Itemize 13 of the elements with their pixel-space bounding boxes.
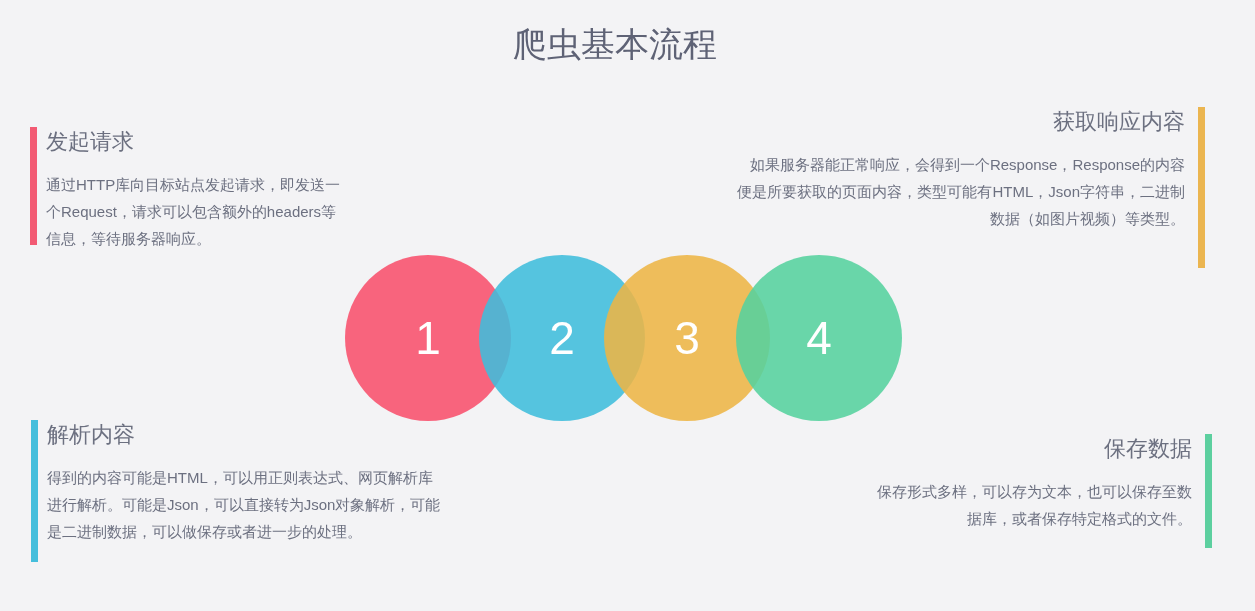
title: 爬虫基本流程 (513, 24, 717, 65)
section-heading: 保存数据 (1104, 435, 1192, 463)
description-text: 得到的内容可能是HTML，可以用正则表达式、网页解析库进行解析。可能是Json，可以直接转为Json对象解析，可能是二进制数据，可以做保存或者进一步的处理。 (47, 468, 441, 542)
description-text: 保存形式多样，可以存为文本，也可以保存至数据库，或者保存特定格式的文件。 (876, 482, 1192, 529)
description-text: 通过HTTP库向目标站点发起请求，即发送一个Request，请求可以包含额外的headers等信息，等待服务器响应。 (46, 175, 342, 249)
section-heading: 解析内容 (47, 421, 135, 449)
step-number: 3 (674, 311, 700, 365)
section-heading: 发起请求 (46, 128, 134, 156)
section-heading: 获取响应内容 (1053, 108, 1185, 136)
step-number: 2 (549, 311, 575, 365)
step-number: 4 (806, 311, 832, 365)
description-text: 如果服务器能正常响应，会得到一个Response，Response的内容便是所要获取的页面内容，类型可能有HTML，Json字符串，二进制数据（如图片视频）等类型。 (736, 155, 1185, 229)
step-number: 1 (415, 311, 441, 365)
